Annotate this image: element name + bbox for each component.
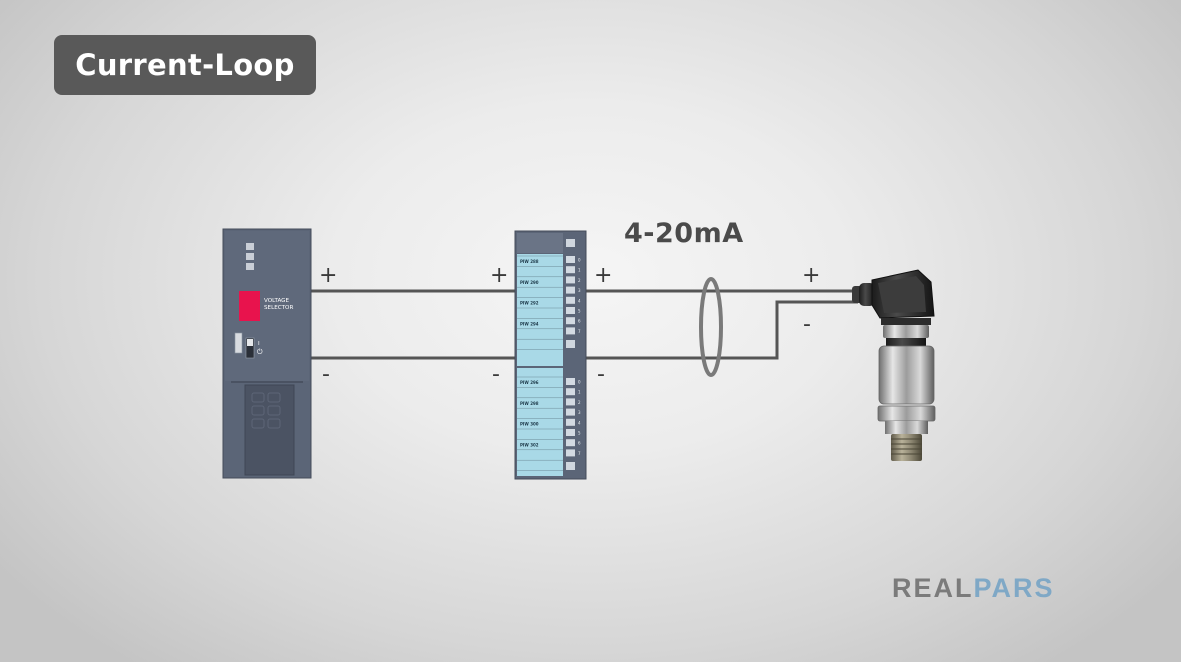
psu-minus-sign: - [322, 362, 330, 387]
logo-pars: PARS [973, 573, 1055, 603]
channel-led [566, 266, 575, 274]
power-supply: VOLTAGE SELECTOR I ⏻ [222, 228, 312, 479]
channel-label: PIW 288 [520, 259, 539, 264]
voltage-selector-label-2: SELECTOR [264, 305, 293, 311]
channel-number: 4 [578, 298, 581, 303]
voltage-selector [239, 291, 260, 321]
channel-led [566, 276, 575, 284]
page-title: Current-Loop [75, 48, 295, 82]
io-led-bottom-blank [566, 462, 575, 470]
io-upper-panel [517, 254, 563, 366]
power-switch [245, 337, 255, 359]
wires [311, 289, 858, 360]
channel-number: 1 [578, 268, 581, 273]
channel-label: PIW 298 [520, 401, 539, 406]
channel-led [566, 398, 575, 406]
psu-fuse [234, 332, 243, 354]
power-icon: ⏻ [257, 348, 263, 356]
realpars-logo: REALPARS [892, 573, 1055, 604]
io-led-top-blank [566, 239, 575, 247]
channel-label: PIW 296 [520, 380, 539, 385]
channel-number: 3 [578, 288, 581, 293]
channel-led [566, 378, 575, 385]
channel-number: 5 [578, 309, 581, 314]
wire-minus-io-to-sensor [586, 300, 858, 360]
channel-number: 7 [578, 329, 581, 334]
psu-led-3 [246, 263, 254, 270]
psu-terminal-cover [244, 384, 295, 476]
psu-led-1 [246, 243, 254, 250]
logo-real: REAL [892, 573, 974, 603]
io-right-plus-sign: + [594, 263, 612, 288]
channel-number: 3 [578, 410, 581, 415]
io-right-minus-sign: - [597, 362, 605, 387]
io-led-mid-blank-1 [566, 340, 575, 348]
psu-plus-sign: + [319, 263, 337, 288]
channel-number: 0 [578, 380, 581, 385]
sensor-minus-sign: - [803, 312, 811, 337]
channel-led [566, 286, 575, 294]
channel-led [566, 388, 575, 396]
channel-led [566, 449, 575, 457]
channel-number: 5 [578, 431, 581, 436]
channel-led [566, 296, 575, 304]
channel-number: 2 [578, 278, 581, 283]
current-label: 4-20mA [624, 218, 744, 249]
io-lower-panel [517, 368, 563, 476]
title-badge: Current-Loop [54, 35, 316, 95]
channel-led [566, 429, 575, 436]
channel-number: 4 [578, 420, 581, 425]
channel-led [566, 256, 575, 263]
io-left-plus-sign: + [490, 263, 508, 288]
switch-mark: I [258, 341, 260, 347]
channel-label: PIW 290 [520, 280, 539, 285]
channel-led [566, 317, 575, 325]
channel-led [566, 439, 575, 447]
channel-number: 6 [578, 319, 581, 324]
channel-led [566, 327, 575, 335]
channel-label: PIW 292 [520, 301, 539, 306]
channel-led [566, 307, 575, 314]
current-loop-ring [699, 277, 723, 377]
io-left-minus-sign: - [492, 362, 500, 387]
channel-number: 1 [578, 390, 581, 395]
pressure-transmitter [852, 269, 936, 461]
channel-number: 6 [578, 441, 581, 446]
channel-number: 2 [578, 400, 581, 405]
voltage-selector-label-1: VOLTAGE [264, 298, 290, 304]
channel-led [566, 408, 575, 416]
polarity-signs: + - + - + - + - [319, 263, 820, 387]
channel-number: 0 [578, 258, 581, 263]
sensor-plus-sign: + [802, 263, 820, 288]
channel-led [566, 418, 575, 426]
channel-label: PIW 300 [520, 422, 539, 427]
channel-label: PIW 294 [520, 321, 539, 326]
channel-number: 7 [578, 451, 581, 456]
psu-led-2 [246, 253, 254, 260]
channel-label: PIW 302 [520, 442, 539, 447]
